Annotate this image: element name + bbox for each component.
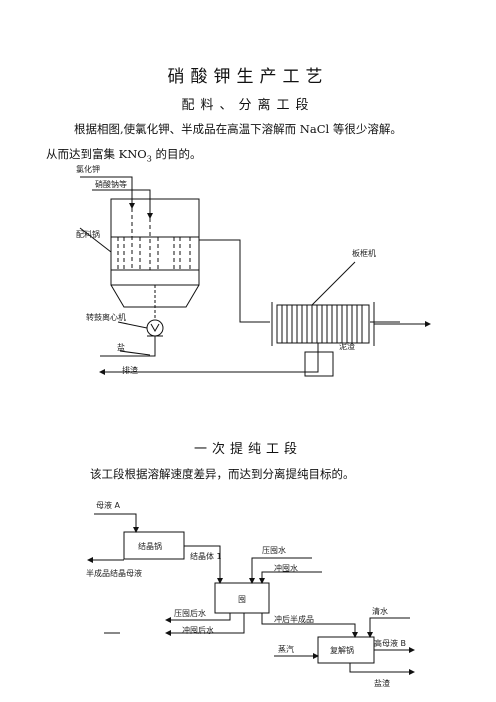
flush-water-line xyxy=(259,571,322,584)
label-mud: 泥渣 xyxy=(339,341,355,351)
section1-paragraph-line1: 根据相图,使氯化钾、半成品在高温下溶解而 NaCl 等很少溶解。 xyxy=(74,122,402,136)
label-tun: 囤 xyxy=(238,595,246,604)
label-crystal-1: 结晶体 1 xyxy=(190,551,222,561)
salt-line xyxy=(100,336,156,357)
section1-paragraph-line2: 从而达到富集 KNO3 的目的。 xyxy=(46,146,202,163)
mixing-tank xyxy=(110,198,200,286)
label-salt: 盐 xyxy=(117,342,125,352)
diagram2-labels: 母液 A 结晶锅 结晶体 1 半成品结晶母液 压囤水 冲囤水 囤 压囤后水 冲囤… xyxy=(86,500,406,688)
label-press-water: 压囤水 xyxy=(262,545,286,555)
tank-hatch xyxy=(117,208,191,270)
diagram1-labels: 氯化钾 硝酸钠等 配料锅 板框机 转鼓离心机 盐 排渣 泥渣 xyxy=(76,164,376,375)
label-nitrate: 硝酸钠等 xyxy=(95,179,127,189)
label-kcl: 氯化钾 xyxy=(76,164,100,174)
kcl-feed-line xyxy=(80,176,135,209)
label-after-flush: 冲囤后水 xyxy=(182,625,214,635)
label-after-press: 压囤后水 xyxy=(174,608,206,618)
mud-receiver xyxy=(304,351,334,377)
label-mother-a: 母液 A xyxy=(96,500,121,510)
flushed-semi-line xyxy=(261,613,358,638)
tun-box xyxy=(214,582,270,614)
label-redissolve: 复解锅 xyxy=(330,645,354,655)
to-filter-line xyxy=(199,239,270,323)
para-line2-suffix: 的目的。 xyxy=(151,147,202,161)
label-high-mother-b: 高母液 B xyxy=(374,638,406,648)
label-flush-water: 冲囤水 xyxy=(274,563,298,573)
section2-title: 一次提纯工段 xyxy=(193,442,302,457)
diagram1 xyxy=(79,176,431,377)
section1-title: 配料、分离工段 xyxy=(181,98,315,113)
centrifuge xyxy=(146,319,164,337)
crystal1-line xyxy=(184,545,223,584)
label-centrifuge: 转鼓离心机 xyxy=(86,312,126,322)
label-salt-slag: 盐渣 xyxy=(374,678,390,688)
page-title: 硝酸钾生产工艺 xyxy=(167,67,329,87)
nitrate-feed-line xyxy=(92,189,153,219)
mother-a-line xyxy=(94,513,139,533)
label-steam: 蒸汽 xyxy=(278,644,294,654)
clear-water-line xyxy=(367,617,410,638)
label-clear-water: 清水 xyxy=(372,606,388,616)
label-flushed-semi: 冲后半成品 xyxy=(274,614,314,624)
press-water-line xyxy=(249,557,312,584)
filter-plates xyxy=(281,305,363,343)
label-crystallizer: 结晶锅 xyxy=(138,541,162,551)
salt-slag-line xyxy=(349,663,415,675)
label-filter-press: 板框机 xyxy=(352,248,376,258)
after-flush-line xyxy=(165,613,245,636)
label-semi-mother: 半成品结晶母液 xyxy=(86,568,142,578)
para-line2-subscript: 3 xyxy=(146,154,152,164)
label-slag: 排渣 xyxy=(122,365,138,375)
after-press-line xyxy=(165,613,231,623)
label-mixing-tank: 配料锅 xyxy=(76,229,100,239)
slag-line xyxy=(99,354,319,375)
filter-press-body xyxy=(276,304,370,344)
para-line2-prefix: 从而达到富集 KNO xyxy=(46,147,147,161)
diagram2 xyxy=(87,513,415,675)
section2-paragraph: 该工段根据溶解速度差异，而达到分离提纯目标的。 xyxy=(90,467,355,481)
